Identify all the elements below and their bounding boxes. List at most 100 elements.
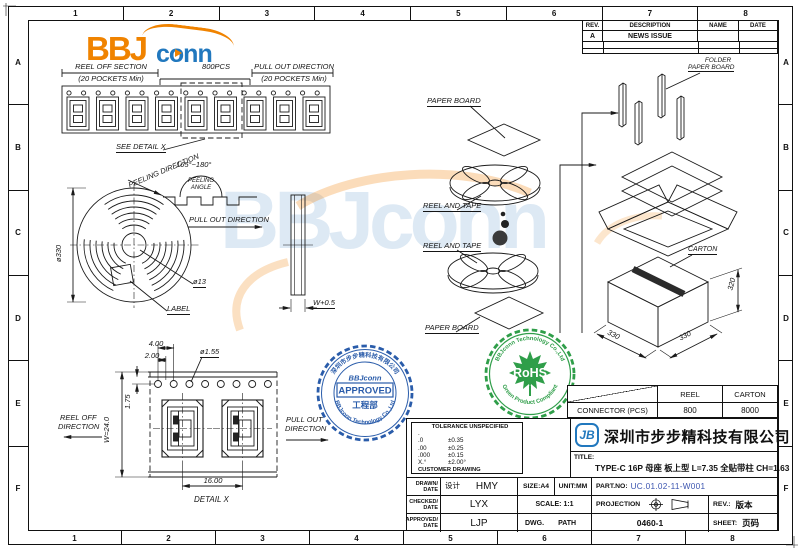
date-col-header: DATE	[739, 21, 777, 31]
checked-date-label: DATE	[423, 504, 438, 511]
ruler-bottom-8: 8	[730, 533, 735, 543]
part-no-value: UC.01.02-11-W001	[630, 482, 706, 491]
ruler-bottom-2: 2	[122, 531, 216, 545]
approved-stamp: BBJconn APPROVED 工程部 深圳市步步精科技有限公司 BBJcon…	[316, 344, 414, 442]
qty-row-label: CONNECTOR (PCS)	[568, 403, 658, 417]
detail-reel-off-1: REEL OFF	[60, 413, 97, 422]
ruler-bottom: 1 2 3 4 5 6 7 8	[28, 531, 779, 545]
stamp-brand: BBJconn	[349, 374, 382, 383]
rev-value: 版本	[735, 499, 753, 510]
scale-cell: SCALE: 1:1	[518, 496, 592, 514]
carton-packing-drawing	[593, 72, 743, 359]
ruler-top-2: 2	[124, 6, 220, 20]
sheet-label: SHEET:	[713, 519, 738, 527]
tol-row-0-d: .	[418, 430, 420, 437]
ruler-top: 1 2 3 4 5 6 7 8	[28, 6, 793, 20]
tol-row-1-d: .0	[418, 437, 424, 445]
detail-x-caption: DETAIL X	[194, 495, 229, 504]
revision-table: REV. DESCRIPTION NAME DATE A NEWS ISSUE	[582, 20, 778, 54]
size-cell: SIZE:A4	[518, 478, 555, 496]
ruler-right-b: B	[779, 105, 793, 191]
detail-dim-175: 1.75	[123, 394, 132, 409]
tol-row-4-d: X.°	[418, 459, 427, 467]
rev-col-header: REV.	[583, 21, 603, 31]
paper-board-bottom-label: PAPER BOARD	[425, 323, 479, 334]
tol-row-2-d: .00	[418, 444, 427, 452]
reel-off-section-label: REEL OFF SECTION	[75, 62, 147, 71]
rev-cell: REV.: 版本	[709, 496, 779, 514]
rev-label: REV.:	[713, 501, 731, 508]
tol-row-2-v: ±0.25	[448, 444, 464, 452]
projection-label: PROJECTION	[596, 501, 641, 508]
drawing-title: TYPE-C 16P 母座 板上型 L=7.35 全贴带柱 CH=1.63	[595, 463, 790, 473]
pcs-label: 800PCS	[202, 62, 230, 71]
reel-side-view	[279, 194, 317, 312]
ruler-top-5: 5	[411, 6, 507, 20]
drawn-label: DRAWN/	[415, 480, 438, 487]
approved-cell: APPROVED/ DATE	[406, 514, 441, 532]
reel-and-tape-label-1: REEL AND TAPE	[423, 201, 482, 212]
revision-row-description: NEWS ISSUE	[603, 31, 698, 42]
ruler-bottom-6: 6	[498, 531, 592, 545]
checked-label: CHECKED/	[409, 498, 438, 505]
revision-row-name	[698, 31, 739, 42]
tolerance-title: TOLERANCE UNSPECIFIED	[431, 424, 509, 430]
ruler-left-d: D	[8, 276, 28, 362]
ruler-bottom-4: 4	[310, 531, 404, 545]
checked-cell: CHECKED/ DATE	[407, 496, 441, 514]
stamp-approved-text: APPROVED	[338, 386, 391, 397]
dwg-number-cell: 0460-1	[592, 514, 709, 532]
detail-dim-1600: 16.00	[203, 476, 223, 485]
ruler-bottom-1: 1	[28, 531, 122, 545]
packing-stack-drawing	[447, 105, 619, 333]
ruler-left-c: C	[8, 191, 28, 276]
qty-carton-header: CARTON	[723, 386, 777, 403]
customer-drawing-label: CUSTOMER DRAWING	[418, 466, 481, 473]
part-no-label: PART.NO:	[596, 483, 628, 490]
tol-row-4-v: ±2.00°	[448, 459, 466, 467]
projection-symbol-icon	[649, 498, 689, 511]
reel-diameter-label: ø330	[54, 244, 63, 262]
sheet-cell: SHEET: 页码	[709, 514, 779, 532]
ruler-top-8: 8	[743, 8, 748, 18]
carton-label: CARTON	[688, 246, 718, 256]
sheet-value: 页码	[742, 518, 760, 528]
ruler-top-4: 4	[315, 6, 411, 20]
projection-cell: PROJECTION	[592, 496, 709, 514]
revision-row-date	[739, 31, 777, 42]
detail-pull-out-1: PULL OUT	[286, 415, 323, 424]
rohs-stamp: RoHS BBJconn Technology Co.,Ltd Green Pr…	[484, 328, 576, 420]
company-cell: JB 深圳市步步精科技有限公司	[571, 419, 790, 452]
tape-width-label: W+0.5	[313, 298, 335, 309]
ruler-left-e: E	[8, 361, 28, 447]
checked-name-cell: LYX	[441, 496, 518, 514]
peeling-angle-value: 165°~180°	[176, 160, 212, 169]
approved-date-label: DATE	[423, 523, 438, 529]
ruler-top-7: 7	[603, 6, 699, 20]
tol-row-3-v: ±0.15	[448, 451, 464, 459]
rohs-text: RoHS	[513, 366, 547, 380]
ruler-bottom-5: 5	[404, 531, 498, 545]
ruler-left-f: F	[15, 484, 21, 494]
ruler-top-1: 1	[28, 6, 124, 20]
tolerance-box: TOLERANCE UNSPECIFIED . .0±0.35 .00±0.25…	[411, 422, 523, 474]
detail-dim-400: 4.00	[148, 339, 164, 348]
tolerance-cell: TOLERANCE UNSPECIFIED . .0±0.35 .00±0.25…	[407, 419, 571, 478]
path-label: PATH	[558, 519, 577, 527]
company-name: 深圳市步步精科技有限公司	[604, 429, 791, 446]
ruler-left: A B C D E F	[8, 20, 28, 531]
paper-board-top-label: PAPER BOARD	[427, 96, 481, 107]
drawn-name: HMY	[475, 481, 499, 492]
ruler-bottom-3: 3	[216, 531, 310, 545]
detail-reel-off-2: DIRECTION	[58, 422, 100, 431]
revision-vline-1	[603, 42, 604, 53]
dwg-label: DWG.	[525, 519, 545, 527]
logo-conn: conn	[156, 40, 213, 68]
name-col-header: NAME	[698, 21, 739, 31]
title-label: TITLE:	[574, 454, 595, 461]
reel-off-pockets-label: (20 POCKETS Min)	[78, 74, 144, 83]
detail-dim-200: 2.00	[144, 351, 160, 360]
ruler-right-f: F	[783, 484, 789, 494]
qty-reel-value: 800	[658, 403, 723, 417]
